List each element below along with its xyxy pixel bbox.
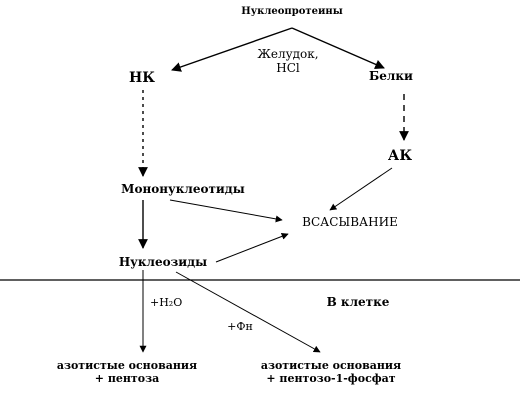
arrow-nucleosides-to-pentose-phosphate bbox=[175, 271, 321, 353]
nk-label: НК bbox=[129, 70, 155, 86]
ak-label: АК bbox=[387, 148, 413, 164]
water-label: +H₂O bbox=[150, 296, 183, 309]
nucleosides-label: Нуклеозиды bbox=[118, 255, 208, 269]
result-left-line1: азотистые основания bbox=[56, 359, 198, 372]
result-right: азотистые основания + пентозо-1-фосфат bbox=[260, 359, 402, 385]
result-right-line1: азотистые основания bbox=[260, 359, 402, 372]
stomach-label-line1: Желудок, bbox=[257, 47, 319, 61]
arrow-ak-to-absorption bbox=[329, 167, 393, 211]
in-cell-label: В клетке bbox=[326, 295, 390, 309]
absorption-label: ВСАСЫВАНИЕ bbox=[302, 215, 398, 229]
arrow-nucleosides-to-absorption bbox=[215, 233, 289, 263]
arrow-nucleoproteins-to-nk bbox=[171, 27, 293, 72]
result-left-line2: + пентоза bbox=[94, 371, 160, 385]
arrow-mononucleotides-to-absorption bbox=[169, 199, 283, 223]
phosphate-label: +Фн bbox=[227, 320, 253, 333]
proteins-label: Белки bbox=[369, 69, 413, 83]
nucleoproteins-label: Нуклеопротеины bbox=[241, 6, 343, 17]
mononucleotides-label: Мононуклеотиды bbox=[121, 182, 245, 196]
result-right-line2: + пентозо-1-фосфат bbox=[266, 371, 396, 385]
stomach-hcl-label: Желудок, HCl bbox=[257, 47, 319, 76]
result-left: азотистые основания + пентоза bbox=[56, 359, 198, 385]
arrow-nucleoproteins-to-proteins bbox=[291, 27, 385, 69]
stomach-label-line2: HCl bbox=[276, 60, 300, 75]
